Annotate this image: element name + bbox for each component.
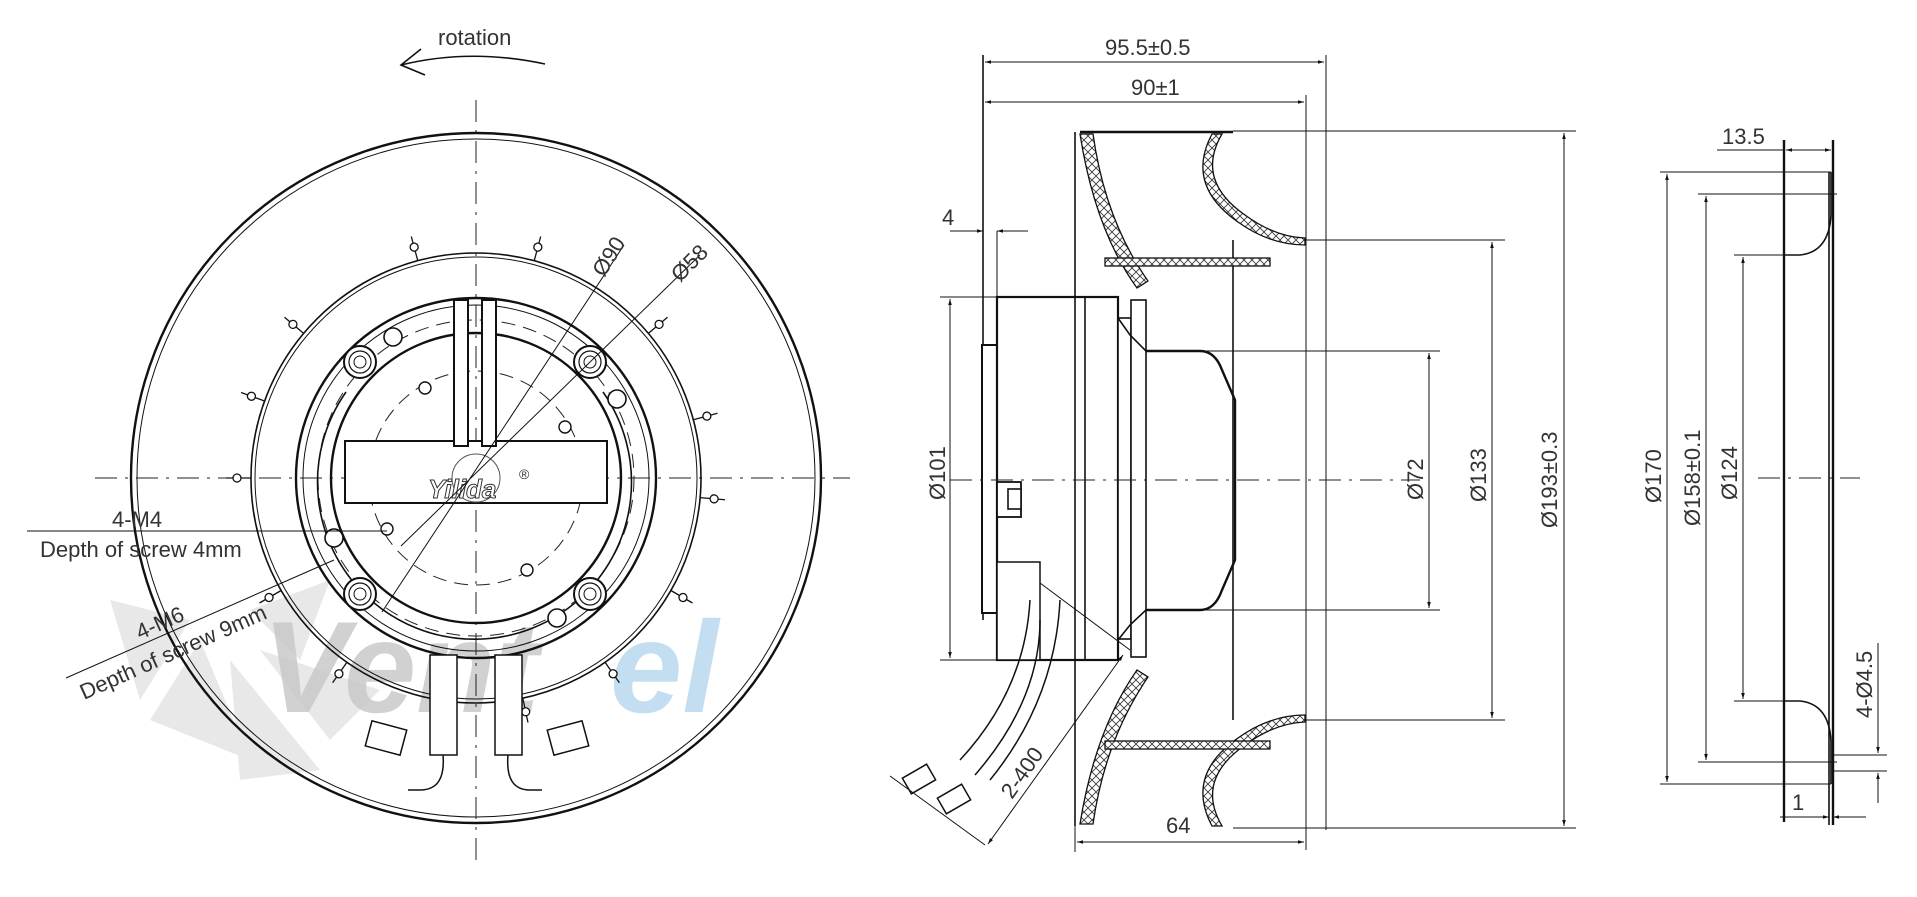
slot-right <box>481 299 497 447</box>
dim-outer-label: Ø170 <box>1641 449 1666 503</box>
bolt-bottom-right <box>573 577 607 611</box>
dim-impeller-length-label: 90±1 <box>1131 75 1180 100</box>
ring-curve-bottom <box>1784 700 1832 784</box>
bolt-bottom-left <box>343 577 377 611</box>
dim-cable-line <box>987 654 1124 845</box>
dim-hub-diameter-label: Ø72 <box>1403 458 1428 500</box>
side-view: 95.5±0.5 90±1 4 <box>889 35 1576 852</box>
hex-bolts <box>343 345 607 611</box>
shroud-upper <box>1202 133 1306 246</box>
blade-clips <box>226 236 726 725</box>
slot-left <box>453 299 469 447</box>
registered-mark: ® <box>519 466 530 482</box>
logo-circle-icon <box>451 453 501 503</box>
d90-leader <box>381 244 625 613</box>
dim-depth-label: 13.5 <box>1722 124 1765 149</box>
dim-inlet-diameter-label: Ø133 <box>1466 448 1491 502</box>
mounting-plate <box>981 344 998 614</box>
watermark-text-el: el <box>610 594 721 740</box>
m4-label: 4-M4 <box>112 507 162 532</box>
rotation-arrow-icon <box>400 55 546 66</box>
ring-curve-top <box>1784 172 1832 256</box>
m4-depth-label: Depth of screw 4mm <box>40 537 242 562</box>
dim-overall-length-label: 95.5±0.5 <box>1105 35 1190 60</box>
hub-step-top <box>1117 317 1147 352</box>
dim-cable-ext-top <box>1039 582 1131 651</box>
dim-inner-label: Ø124 <box>1717 446 1742 500</box>
rotation-label: rotation <box>438 25 511 50</box>
blade-ring-inner <box>254 256 698 700</box>
dim-cable-ext-bottom <box>889 775 986 846</box>
blade-upper-left <box>1079 133 1149 289</box>
dim-motor-diameter-label: Ø101 <box>925 446 950 500</box>
cable-outlets <box>364 654 590 791</box>
rotor-hub <box>1146 349 1237 612</box>
inlet-ring-view: 13.5 Ø170 Ø158±0.1 Ø124 4-Ø4.5 1 <box>1641 124 1887 825</box>
d58-leader <box>400 254 701 547</box>
front-view: rotation <box>27 25 850 865</box>
dim-holes-label: 4-Ø4.5 <box>1852 651 1877 718</box>
m4-holes <box>380 381 572 577</box>
m6-leader <box>65 559 335 679</box>
dim-impeller-diameter-label: Ø193±0.3 <box>1537 432 1562 528</box>
logo-text: Yilida <box>428 474 496 504</box>
bolt-top-left <box>343 345 377 379</box>
motor-ring <box>1117 317 1132 640</box>
motor-flange <box>294 296 658 660</box>
motor-body-outline <box>316 391 633 641</box>
watermark: Vent el <box>110 580 721 780</box>
motor-housing <box>329 331 623 625</box>
cable-gland-box <box>996 561 1041 661</box>
rotor-plate <box>1130 299 1147 658</box>
rotation-arrowhead-icon <box>399 48 426 76</box>
dim-flange-thickness-label: 4 <box>942 205 954 230</box>
dim-impeller-height-label: 64 <box>1166 813 1190 838</box>
back-plate-lower <box>1104 740 1271 750</box>
shroud-lower <box>1202 714 1306 827</box>
dim-d58-label: Ø58 <box>666 239 713 286</box>
label-band <box>344 440 608 504</box>
connector-inner <box>1007 488 1022 510</box>
motor-flange-inner <box>302 304 650 652</box>
impeller-outer-ring-inner <box>136 138 816 818</box>
impeller-outer-ring <box>129 131 823 825</box>
hub-step-bottom <box>1117 609 1147 641</box>
dim-thickness-label: 1 <box>1792 790 1804 815</box>
m6-holes <box>324 327 627 628</box>
dim-d90-label: Ø90 <box>587 232 630 281</box>
dim-bolt-label: Ø158±0.1 <box>1680 430 1705 526</box>
dim-cable-label: 2-400 <box>996 742 1049 802</box>
back-plate-upper <box>1104 257 1271 267</box>
